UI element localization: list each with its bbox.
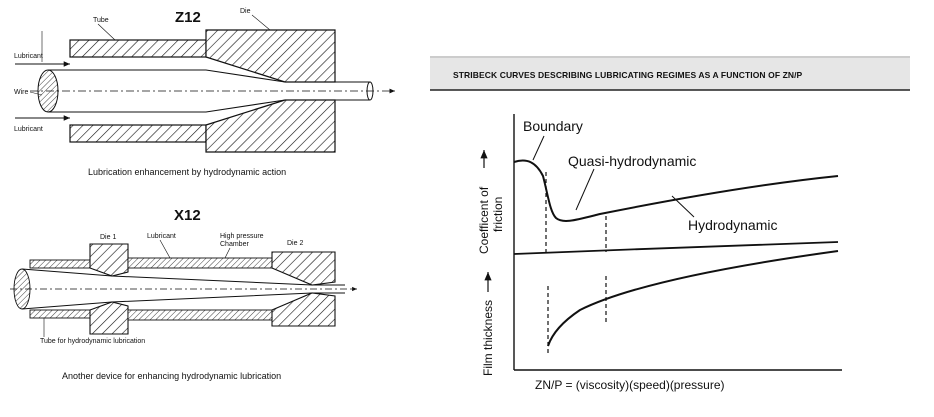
wire-upper-edge [48,69,370,83]
die-leader [251,14,271,31]
tube-wall-lower-left [29,309,91,319]
z12-caption: Lubrication enhancement by hydrodynamic … [88,167,286,177]
y-label-friction-group: Coefficent of friction [477,150,505,254]
die1-lower [89,301,129,335]
y-label-film-group: Film thickness [481,272,495,376]
chamber-lower-wall [127,309,273,321]
stribeck-title: STRIBECK CURVES DESCRIBING LUBRICATING R… [453,70,803,80]
boundary-label: Boundary [523,118,583,134]
tube-leader [97,23,116,41]
z12-figure: Z12 Lubricant Wire Lubricant Tube Die Lu… [14,8,395,177]
die1-label: Die 1 [100,234,116,241]
chamber-label: Chamber [220,241,249,248]
boundary-leader [532,135,545,161]
quasi-label: Quasi-hydrodynamic [568,153,696,169]
divider-line [513,241,839,255]
stribeck-panel: STRIBECK CURVES DESCRIBING LUBRICATING R… [430,56,910,392]
die2-upper [271,251,336,286]
y-label-friction-1: Coefficent of [477,186,491,254]
hydrodynamic-leader [671,195,695,218]
lubricant-label: Lubricant [147,233,176,240]
x12-wire-lower-edge [21,292,345,310]
die-label: Die [240,8,251,15]
hydrodynamic-label: Hydrodynamic [688,217,777,233]
tube-wall-upper-left [29,259,91,269]
die-upper-half [205,29,336,83]
high-pressure-label: High pressure [220,233,264,240]
tube-lower-wall [69,124,207,143]
chamber-upper-wall [127,257,273,269]
chamber-leader [224,247,231,259]
lubricant-leader [159,239,171,259]
tube-hydro-label: Tube for hydrodynamic lubrication [40,338,145,345]
lubricant-top-label: Lubricant [14,53,43,60]
wire-label: Wire [14,89,28,96]
wire-lower-edge [48,99,370,113]
quasi-leader [575,168,595,211]
x-axis-label: ZN/P = (viscosity)(speed)(pressure) [535,378,725,392]
die-lower-half [205,99,336,153]
z12-title: Z12 [175,9,201,26]
tube-label: Tube [93,17,109,24]
y-label-film: Film thickness [481,300,495,376]
die2-lower [271,292,336,327]
lubricant-bottom-label: Lubricant [14,126,43,133]
y-label-friction-2: friction [491,197,505,232]
tube-upper-wall [69,39,207,58]
die2-label: Die 2 [287,240,303,247]
wire-leader [29,91,43,96]
x12-wire-upper-edge [21,268,345,286]
x12-title: X12 [174,207,201,224]
title-bar [430,58,910,90]
die1-upper [89,243,129,277]
friction-curve [513,159,839,222]
x12-figure: X12 Die 1 Lubricant High pressure Chambe… [10,207,357,381]
film-thickness-curve [547,250,839,347]
x12-caption: Another device for enhancing hydrodynami… [62,371,281,381]
